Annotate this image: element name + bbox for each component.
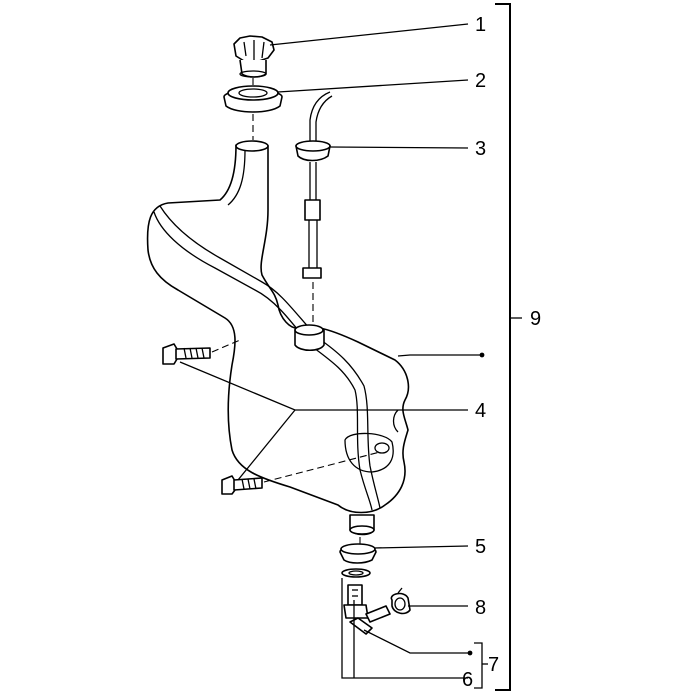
callout-4: 4 (475, 400, 486, 422)
callout-labels: 1 2 3 4 5 6 7 8 9 (462, 14, 541, 691)
fuel-tank (146, 140, 410, 536)
leader-lines (179, 23, 488, 689)
hose-clip (390, 587, 411, 615)
callout-9: 9 (530, 308, 541, 330)
fuel-tap (343, 584, 391, 635)
outlet-washer (341, 568, 371, 578)
assembly-bracket (495, 3, 522, 691)
callout-1: 1 (475, 14, 486, 36)
callout-6: 6 (462, 669, 473, 691)
callout-2: 2 (475, 70, 486, 92)
mounting-bolt-upper (162, 343, 211, 365)
fuel-level-sender (295, 91, 333, 279)
cap-seal (223, 85, 283, 113)
callout-5: 5 (475, 536, 486, 558)
filler-cap (233, 35, 275, 78)
callout-7: 7 (488, 654, 499, 676)
callout-3: 3 (475, 138, 486, 160)
outlet-gasket (339, 543, 377, 564)
callout-8: 8 (475, 597, 486, 619)
mounting-bolt-lower (221, 475, 263, 495)
